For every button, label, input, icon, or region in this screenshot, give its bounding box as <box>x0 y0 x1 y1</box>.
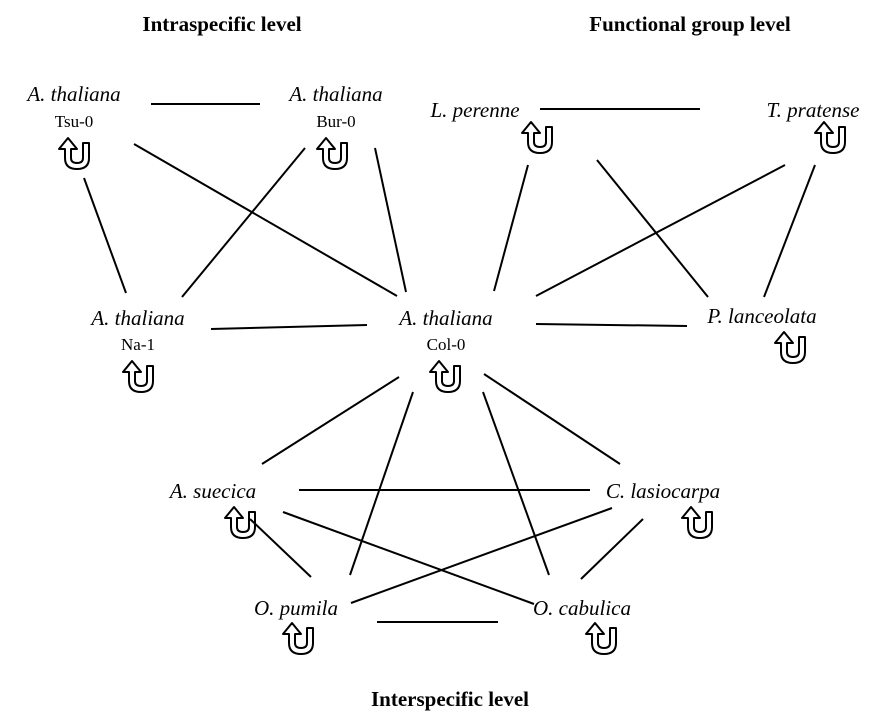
title-interspecific: Interspecific level <box>370 687 530 711</box>
edge-col0-asuecica <box>261 376 400 465</box>
title-functional-group: Functional group level <box>589 12 791 36</box>
node-asuecica-species: A. suecica <box>169 479 257 503</box>
self-loop-icon-tpratense <box>814 121 846 154</box>
edge-clasiocarpa-opumila <box>350 507 613 604</box>
self-loop-icon-planceolata <box>774 331 806 364</box>
node-na1-species: A. thaliana <box>91 306 185 330</box>
edge-tpratense-col0 <box>535 164 786 297</box>
node-opumila-species: O. pumila <box>254 596 338 620</box>
edge-col0-opumila <box>349 391 414 576</box>
node-tsu0-accession: Tsu-0 <box>54 112 94 131</box>
edge-asuecica-ocabulica <box>282 511 535 605</box>
self-loop-icon-opumila <box>282 622 314 655</box>
node-tsu0-species: A. thaliana <box>27 82 121 106</box>
self-loop-icon-col0 <box>429 360 461 393</box>
node-planceolata-species: P. lanceolata <box>707 304 817 328</box>
title-intraspecific: Intraspecific level <box>142 12 302 36</box>
self-loop-icon-bur0 <box>316 137 348 170</box>
self-loop-icons <box>58 121 846 655</box>
node-bur0-species: A. thaliana <box>289 82 383 106</box>
edge-tsu0-na1 <box>83 177 127 294</box>
self-loop-icon-tsu0 <box>58 137 90 170</box>
edge-col0-clasiocarpa <box>483 373 621 465</box>
self-loop-icon-asuecica <box>224 506 256 539</box>
node-clasiocarpa-species: C. lasiocarpa <box>605 479 721 503</box>
node-tpratense-species: T. pratense <box>766 98 860 122</box>
edge-na1-col0 <box>210 324 368 330</box>
node-lperenne-species: L. perenne <box>430 98 520 122</box>
self-loop-icon-lperenne <box>521 121 553 154</box>
edge-group <box>83 103 816 623</box>
self-loop-icon-ocabulica <box>585 622 617 655</box>
edge-bur0-na1 <box>181 147 306 298</box>
edge-lperenne-col0 <box>493 164 529 292</box>
edge-clasiocarpa-ocabulica <box>580 518 644 580</box>
edge-tpratense-planceolata <box>763 164 816 298</box>
node-ocabulica-species: O. cabulica <box>533 596 631 620</box>
edge-tsu0-col0 <box>133 143 398 297</box>
edge-lperenne-planceolata <box>596 159 709 298</box>
self-loop-icon-clasiocarpa <box>681 506 713 539</box>
edge-col0-ocabulica <box>482 391 550 576</box>
node-na1-accession: Na-1 <box>121 335 155 354</box>
edge-col0-planceolata <box>535 323 688 327</box>
node-bur0-accession: Bur-0 <box>316 112 356 131</box>
node-col0-species: A. thaliana <box>399 306 493 330</box>
edge-bur0-col0 <box>374 147 407 293</box>
node-col0-accession: Col-0 <box>426 335 466 354</box>
self-loop-icon-na1 <box>122 360 154 393</box>
edge-asuecica-opumila <box>249 518 312 578</box>
